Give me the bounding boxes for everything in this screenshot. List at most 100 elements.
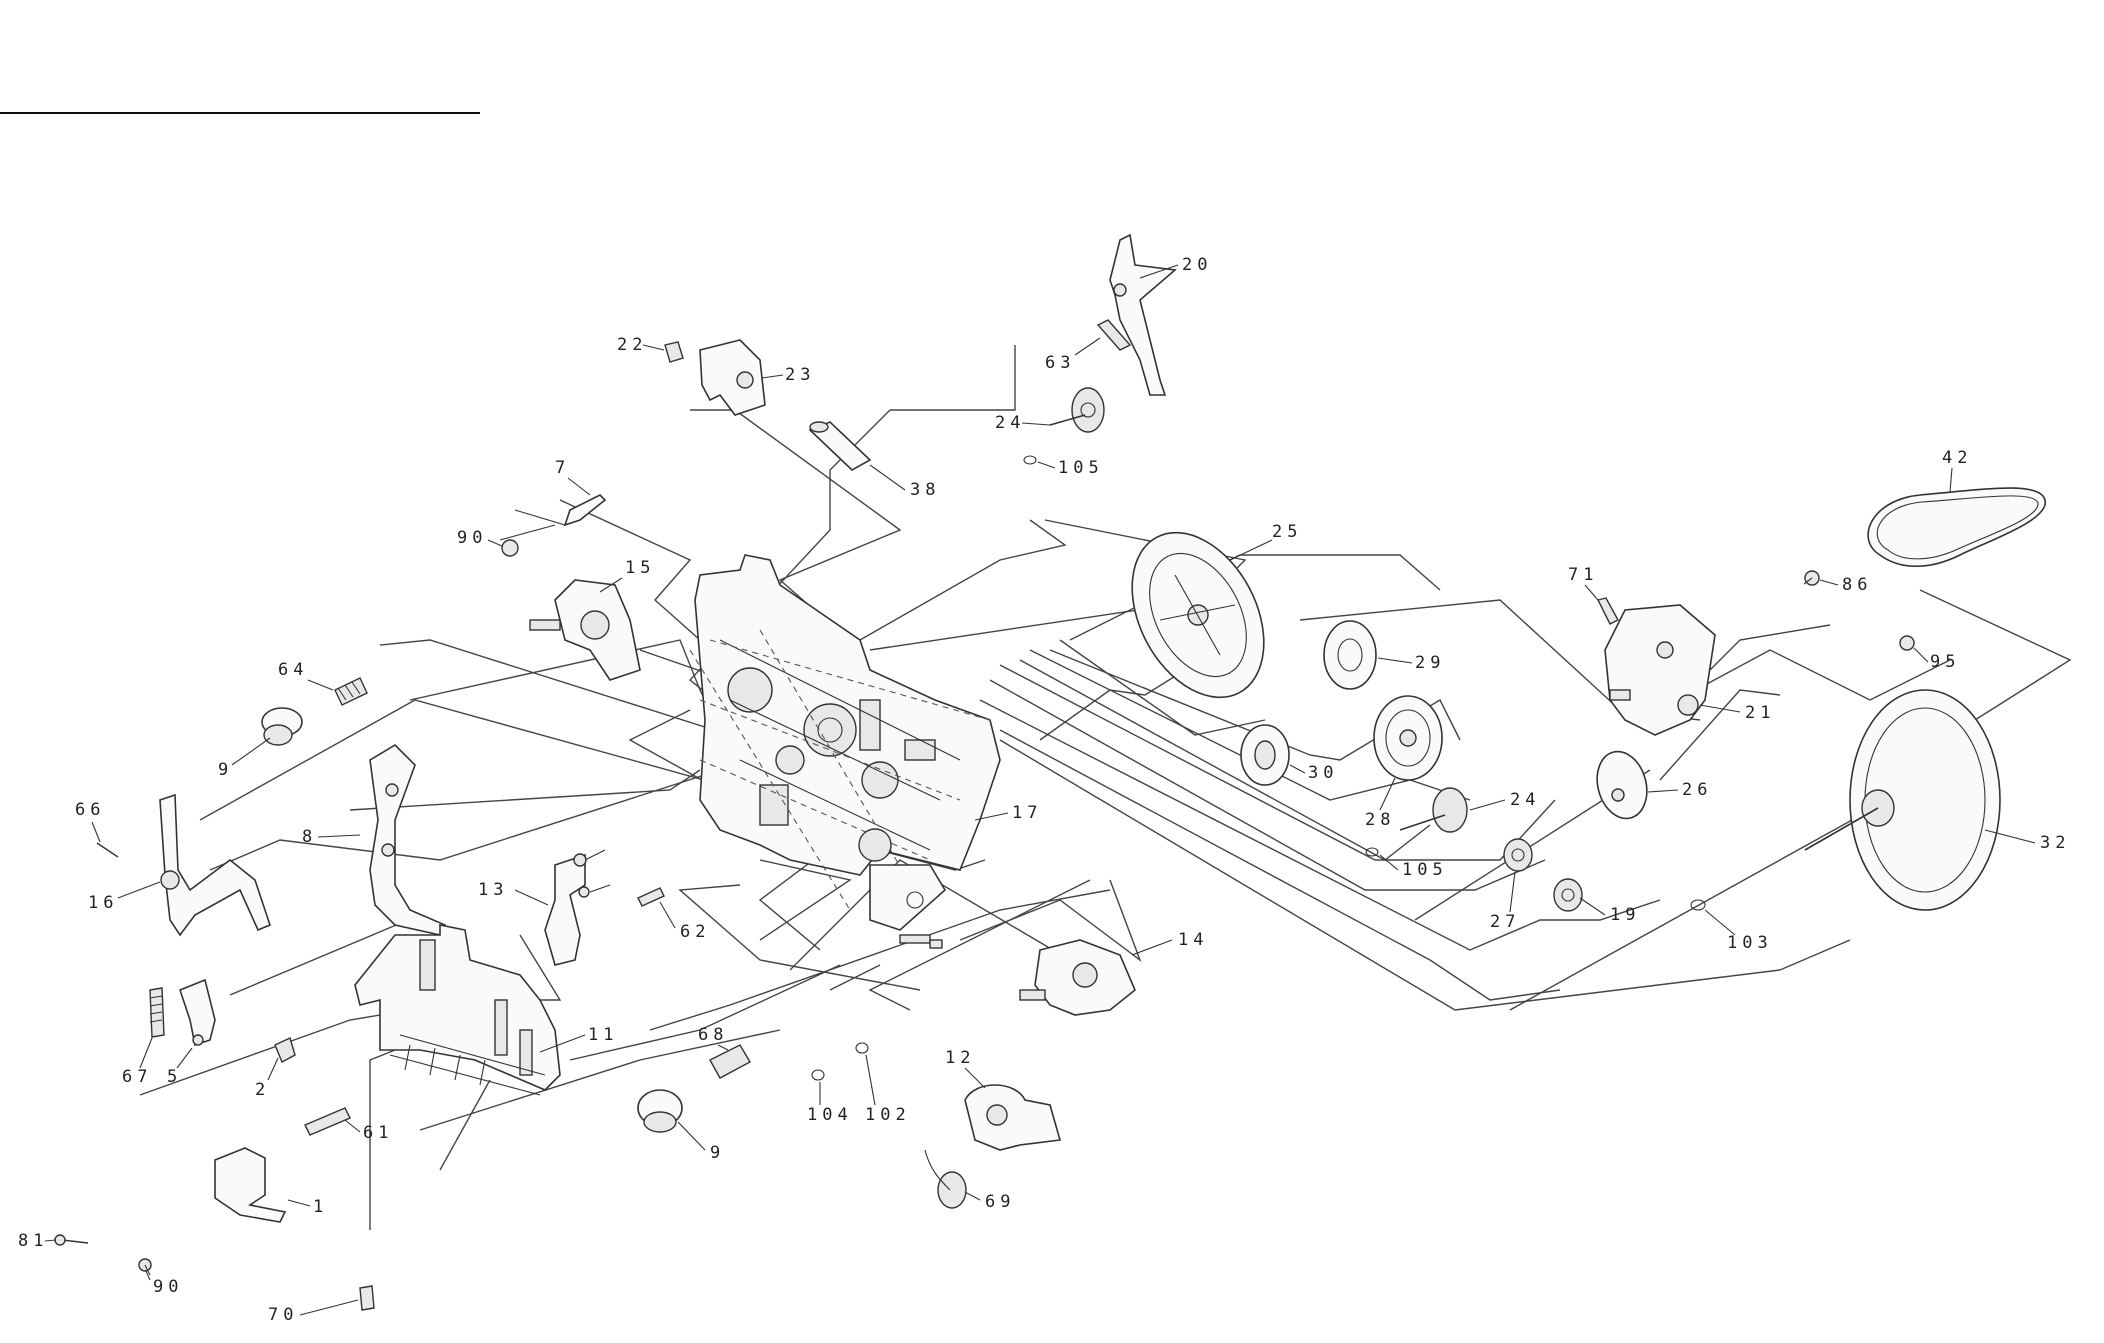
callout-21: 21 [1745,703,1775,723]
part-103-washer [1690,899,1706,911]
part-21-bracket [1604,604,1716,736]
callout-24-lower: 24 [1510,790,1540,810]
callout-95: 95 [1930,652,1960,672]
callout-17: 17 [1012,803,1042,823]
part-62-spring [637,887,665,907]
part-86-screw [1803,570,1820,586]
callout-26: 26 [1682,780,1712,800]
part-callouts: 1 2 5 7 8 9 9 11 12 13 14 15 16 [18,255,2070,1325]
callout-32: 32 [2040,833,2070,853]
part-42-belt [1867,487,2046,568]
callout-15: 15 [625,558,655,578]
callout-29: 29 [1415,653,1445,673]
part-81-screw [54,1234,89,1246]
callout-2: 2 [255,1080,270,1100]
part-9-cap-upper [261,707,303,746]
part-15-housing [529,579,641,681]
main-chassis [689,554,1001,949]
callout-104: 104 [807,1105,853,1125]
callout-81: 81 [18,1231,48,1251]
leader-lines [139,345,2072,1230]
part-64-spring [334,677,368,706]
part-7-bracket [499,494,607,557]
callout-70: 70 [268,1305,298,1325]
callout-103: 103 [1727,933,1773,953]
part-38-rod [808,421,872,471]
callout-105-upper: 105 [1058,458,1104,478]
callout-71: 71 [1568,565,1598,585]
part-105-washer-lower [1365,847,1379,857]
callout-86: 86 [1842,575,1872,595]
callout-14: 14 [1178,930,1208,950]
callout-64: 64 [278,660,308,680]
part-22-knob [664,341,684,363]
part-67-spring [149,987,165,1038]
callout-69: 69 [985,1192,1015,1212]
callout-19: 19 [1610,905,1640,925]
part-104-washer [811,1069,825,1081]
part-29-gear [1323,620,1377,690]
part-27-gear [1503,838,1533,872]
part-70-spring [359,1285,375,1311]
callout-16: 16 [88,893,118,913]
callout-11: 11 [588,1025,618,1045]
part-2-clip [274,1037,296,1063]
callout-27: 27 [1490,912,1520,932]
part-11-frame [354,924,561,1096]
part-66-pin [96,842,119,858]
callout-9-lower: 9 [710,1143,725,1163]
callout-13: 13 [478,880,508,900]
part-5-plate [179,978,216,1047]
callout-62: 62 [680,922,710,942]
callout-105-lower: 105 [1402,860,1448,880]
part-95-screw [1899,635,1915,651]
part-9-cap-lower [637,1089,683,1133]
part-16-lever [159,793,271,937]
part-28-gear [1373,695,1443,781]
callout-38: 38 [910,480,940,500]
header-rule [0,112,480,114]
callout-63: 63 [1045,353,1075,373]
part-68-spring [709,1044,751,1079]
callout-90-lower: 90 [153,1277,183,1297]
callout-90-upper: 90 [457,528,487,548]
callout-1: 1 [313,1197,328,1217]
callout-12: 12 [945,1048,975,1068]
callout-25: 25 [1272,522,1302,542]
callout-68: 68 [698,1025,728,1045]
part-23-bracket [699,339,766,416]
part-19-gear [1553,878,1583,912]
part-105-washer-upper [1023,455,1037,465]
part-69-gear [924,1149,967,1209]
callout-66: 66 [75,800,105,820]
callout-102: 102 [865,1105,911,1125]
callout-24-upper: 24 [995,413,1025,433]
part-63-spring [1096,319,1132,351]
part-71-spring [1596,597,1619,625]
callout-5: 5 [167,1067,182,1087]
callout-61: 61 [363,1123,393,1143]
callout-8: 8 [302,827,317,847]
part-32-flywheel [1804,689,2001,911]
callout-9-upper: 9 [218,760,233,780]
callout-42: 42 [1942,448,1972,468]
callout-22: 22 [617,335,647,355]
callout-23: 23 [785,365,815,385]
part-25-large-gear [1131,531,1265,699]
part-8-arm [369,743,447,936]
callout-20: 20 [1182,255,1212,275]
part-90-screw-lower [138,1258,152,1276]
part-13-plate [544,849,611,966]
part-14-housing [1019,939,1136,1016]
part-26-disc [1596,750,1648,820]
part-24-gear-lower [1399,787,1468,833]
callout-67: 67 [122,1067,152,1087]
part-1-block [214,1147,287,1223]
part-102-washer [855,1042,869,1054]
part-61-spring [304,1107,351,1136]
part-24-gear-upper [1049,387,1105,433]
part-30-gear [1240,724,1290,786]
callout-30: 30 [1308,763,1338,783]
